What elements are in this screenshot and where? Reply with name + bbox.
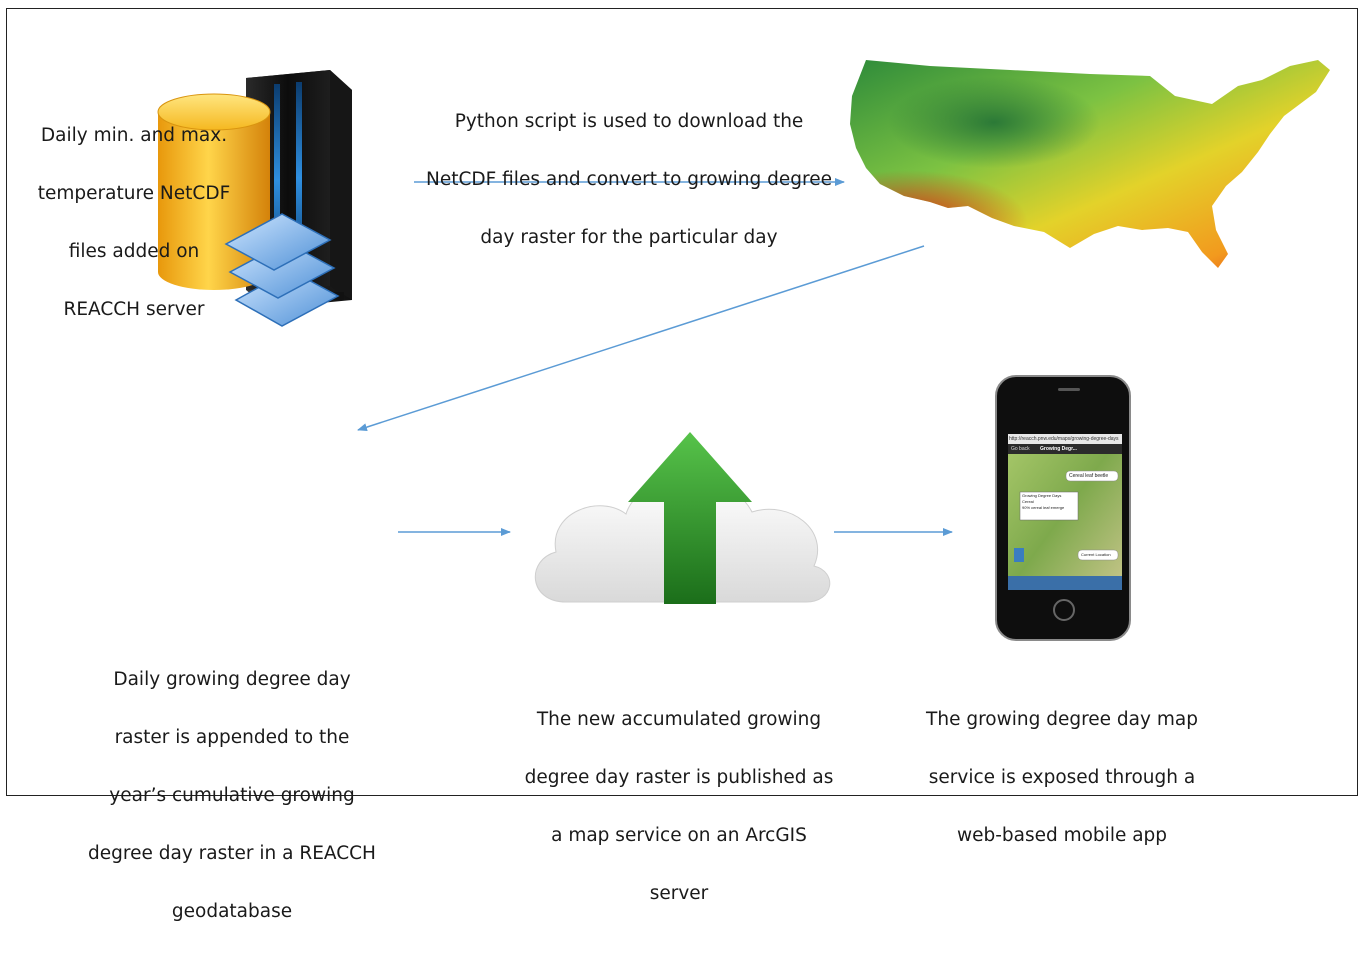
caption-line: service is exposed through a — [928, 767, 1196, 788]
caption-line: degree day raster in a REACCH — [88, 843, 376, 864]
phone-popup: Growing Degree Days Cereal 90% cereal le… — [1022, 493, 1064, 511]
phone-location-button[interactable]: Current Location — [1081, 552, 1111, 557]
caption-line: Daily min. and max. — [40, 125, 228, 146]
caption-line: files added on — [68, 241, 200, 262]
caption-line: NetCDF files and convert to growing degr… — [426, 169, 832, 190]
caption-line: temperature NetCDF — [37, 183, 231, 204]
caption-line: year’s cumulative growing — [109, 785, 355, 806]
caption-line: Daily growing degree day — [113, 669, 351, 690]
caption-mobile: The growing degree day map service is ex… — [884, 676, 1240, 879]
phone-back-button[interactable]: Go back — [1011, 446, 1030, 452]
caption-script: Python script is used to download the Ne… — [404, 78, 854, 281]
caption-line: The growing degree day map — [926, 709, 1198, 730]
smartphone-icon — [995, 375, 1131, 641]
phone-popup-line2: 90% cereal leaf emerge — [1022, 505, 1065, 510]
caption-line: Python script is used to download the — [454, 111, 804, 132]
phone-popup-line1: Cereal — [1022, 499, 1034, 504]
caption-line: a map service on an ArcGIS — [551, 825, 807, 846]
usa-temperature-map — [850, 60, 1330, 268]
phone-title: Growing Degr... — [1040, 446, 1077, 452]
raster-layers-icon — [224, 213, 340, 327]
caption-line: The new accumulated growing — [536, 709, 822, 730]
caption-publish: The new accumulated growing degree day r… — [494, 676, 864, 937]
caption-line: geodatabase — [171, 901, 293, 922]
caption-line: day raster for the particular day — [480, 227, 778, 248]
phone-chip[interactable]: Cereal leaf beetle — [1069, 473, 1109, 479]
caption-line: web-based mobile app — [956, 825, 1168, 846]
flow-arrows — [357, 178, 953, 536]
caption-line: raster is appended to the — [114, 727, 350, 748]
phone-popup-title: Growing Degree Days — [1022, 493, 1062, 498]
caption-geodatabase: Daily growing degree day raster is appen… — [62, 636, 402, 955]
cloud-upload-icon — [534, 432, 831, 604]
caption-line: REACCH server — [63, 299, 205, 320]
caption-line: server — [649, 883, 709, 904]
caption-line: degree day raster is published as — [524, 767, 834, 788]
caption-server: Daily min. and max. temperature NetCDF f… — [18, 92, 250, 353]
arrow-map-to-geodatabase — [357, 245, 925, 432]
diagram-canvas — [157, 60, 1330, 641]
phone-url-bar: http://reacch.pnw.edu/maps/growing-degre… — [1009, 436, 1119, 442]
